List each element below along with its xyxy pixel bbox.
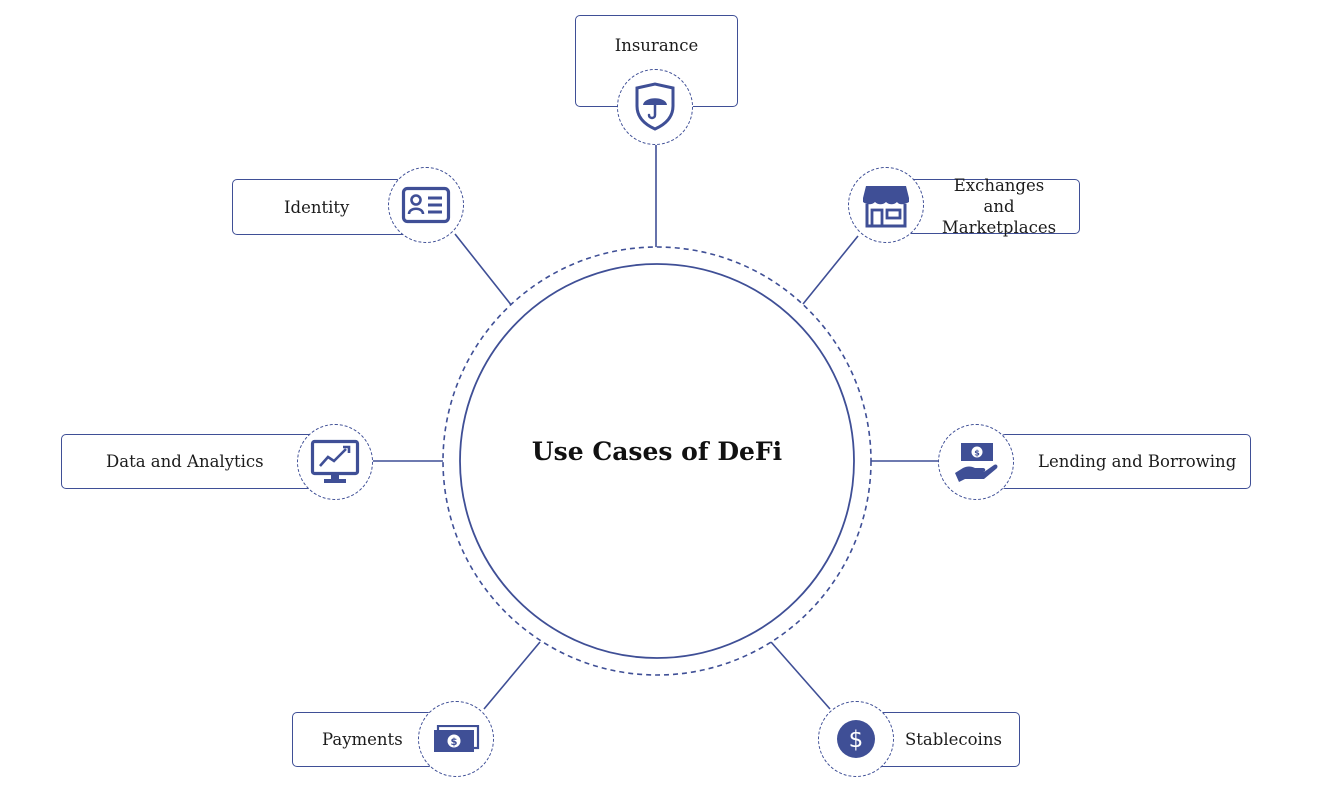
node-payments-label: Payments <box>322 730 403 749</box>
monitor-chart-icon <box>310 439 360 483</box>
storefront-icon <box>863 186 909 228</box>
node-lending-label: Lending and Borrowing <box>1038 452 1237 471</box>
dollar-coin-icon: $ <box>837 720 875 758</box>
node-identity-label: Identity <box>284 197 350 217</box>
node-stablecoins-icon-circle: $ <box>818 701 894 777</box>
inner-circle <box>459 263 855 659</box>
svg-text:$: $ <box>974 449 980 458</box>
node-data-analytics-icon-circle <box>297 424 373 500</box>
node-exchanges-label: Exchanges and Marketplaces <box>941 176 1057 237</box>
connector-payments <box>483 641 541 710</box>
node-stablecoins-label: Stablecoins <box>905 730 1002 749</box>
node-data-analytics-box: Data and Analytics <box>61 434 315 489</box>
node-lending-box: Lending and Borrowing <box>1000 434 1251 489</box>
umbrella-shield-icon <box>635 82 675 131</box>
node-insurance-label: Insurance <box>614 36 699 55</box>
hand-money-icon: $ <box>955 443 998 482</box>
node-identity-icon-circle <box>388 167 464 243</box>
node-data-analytics-label: Data and Analytics <box>106 452 264 471</box>
node-insurance-icon-circle <box>617 69 693 145</box>
node-lending-icon-circle: $ <box>938 424 1014 500</box>
node-payments-icon-circle: $ <box>418 701 494 777</box>
connector-stablecoins <box>770 641 831 710</box>
node-exchanges-icon-circle <box>848 167 924 243</box>
svg-text:$: $ <box>849 727 864 753</box>
id-card-icon <box>401 186 451 224</box>
svg-text:$: $ <box>451 737 458 748</box>
center-title: Use Cases of DeFi <box>531 437 783 466</box>
banknote-icon: $ <box>434 725 480 752</box>
connector-exchanges <box>802 235 859 305</box>
connector-identity <box>454 233 513 307</box>
